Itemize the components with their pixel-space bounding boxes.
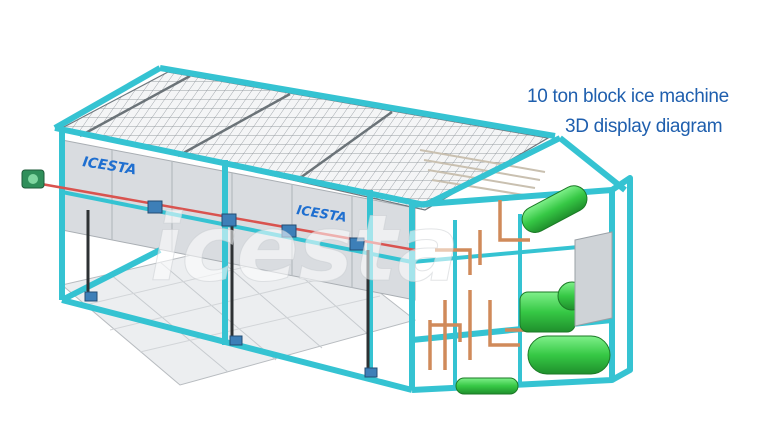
caption-line-1: 10 ton block ice machine bbox=[527, 86, 729, 107]
right-module-panel bbox=[574, 231, 613, 327]
caption-line-2: 3D display diagram bbox=[565, 116, 723, 137]
ice-mold-grid-deck bbox=[60, 71, 550, 211]
svg-text:icesta: icesta bbox=[150, 195, 459, 302]
support-rods bbox=[86, 210, 370, 372]
bearing-blocks bbox=[84, 200, 378, 378]
watermark: icesta bbox=[150, 195, 460, 303]
